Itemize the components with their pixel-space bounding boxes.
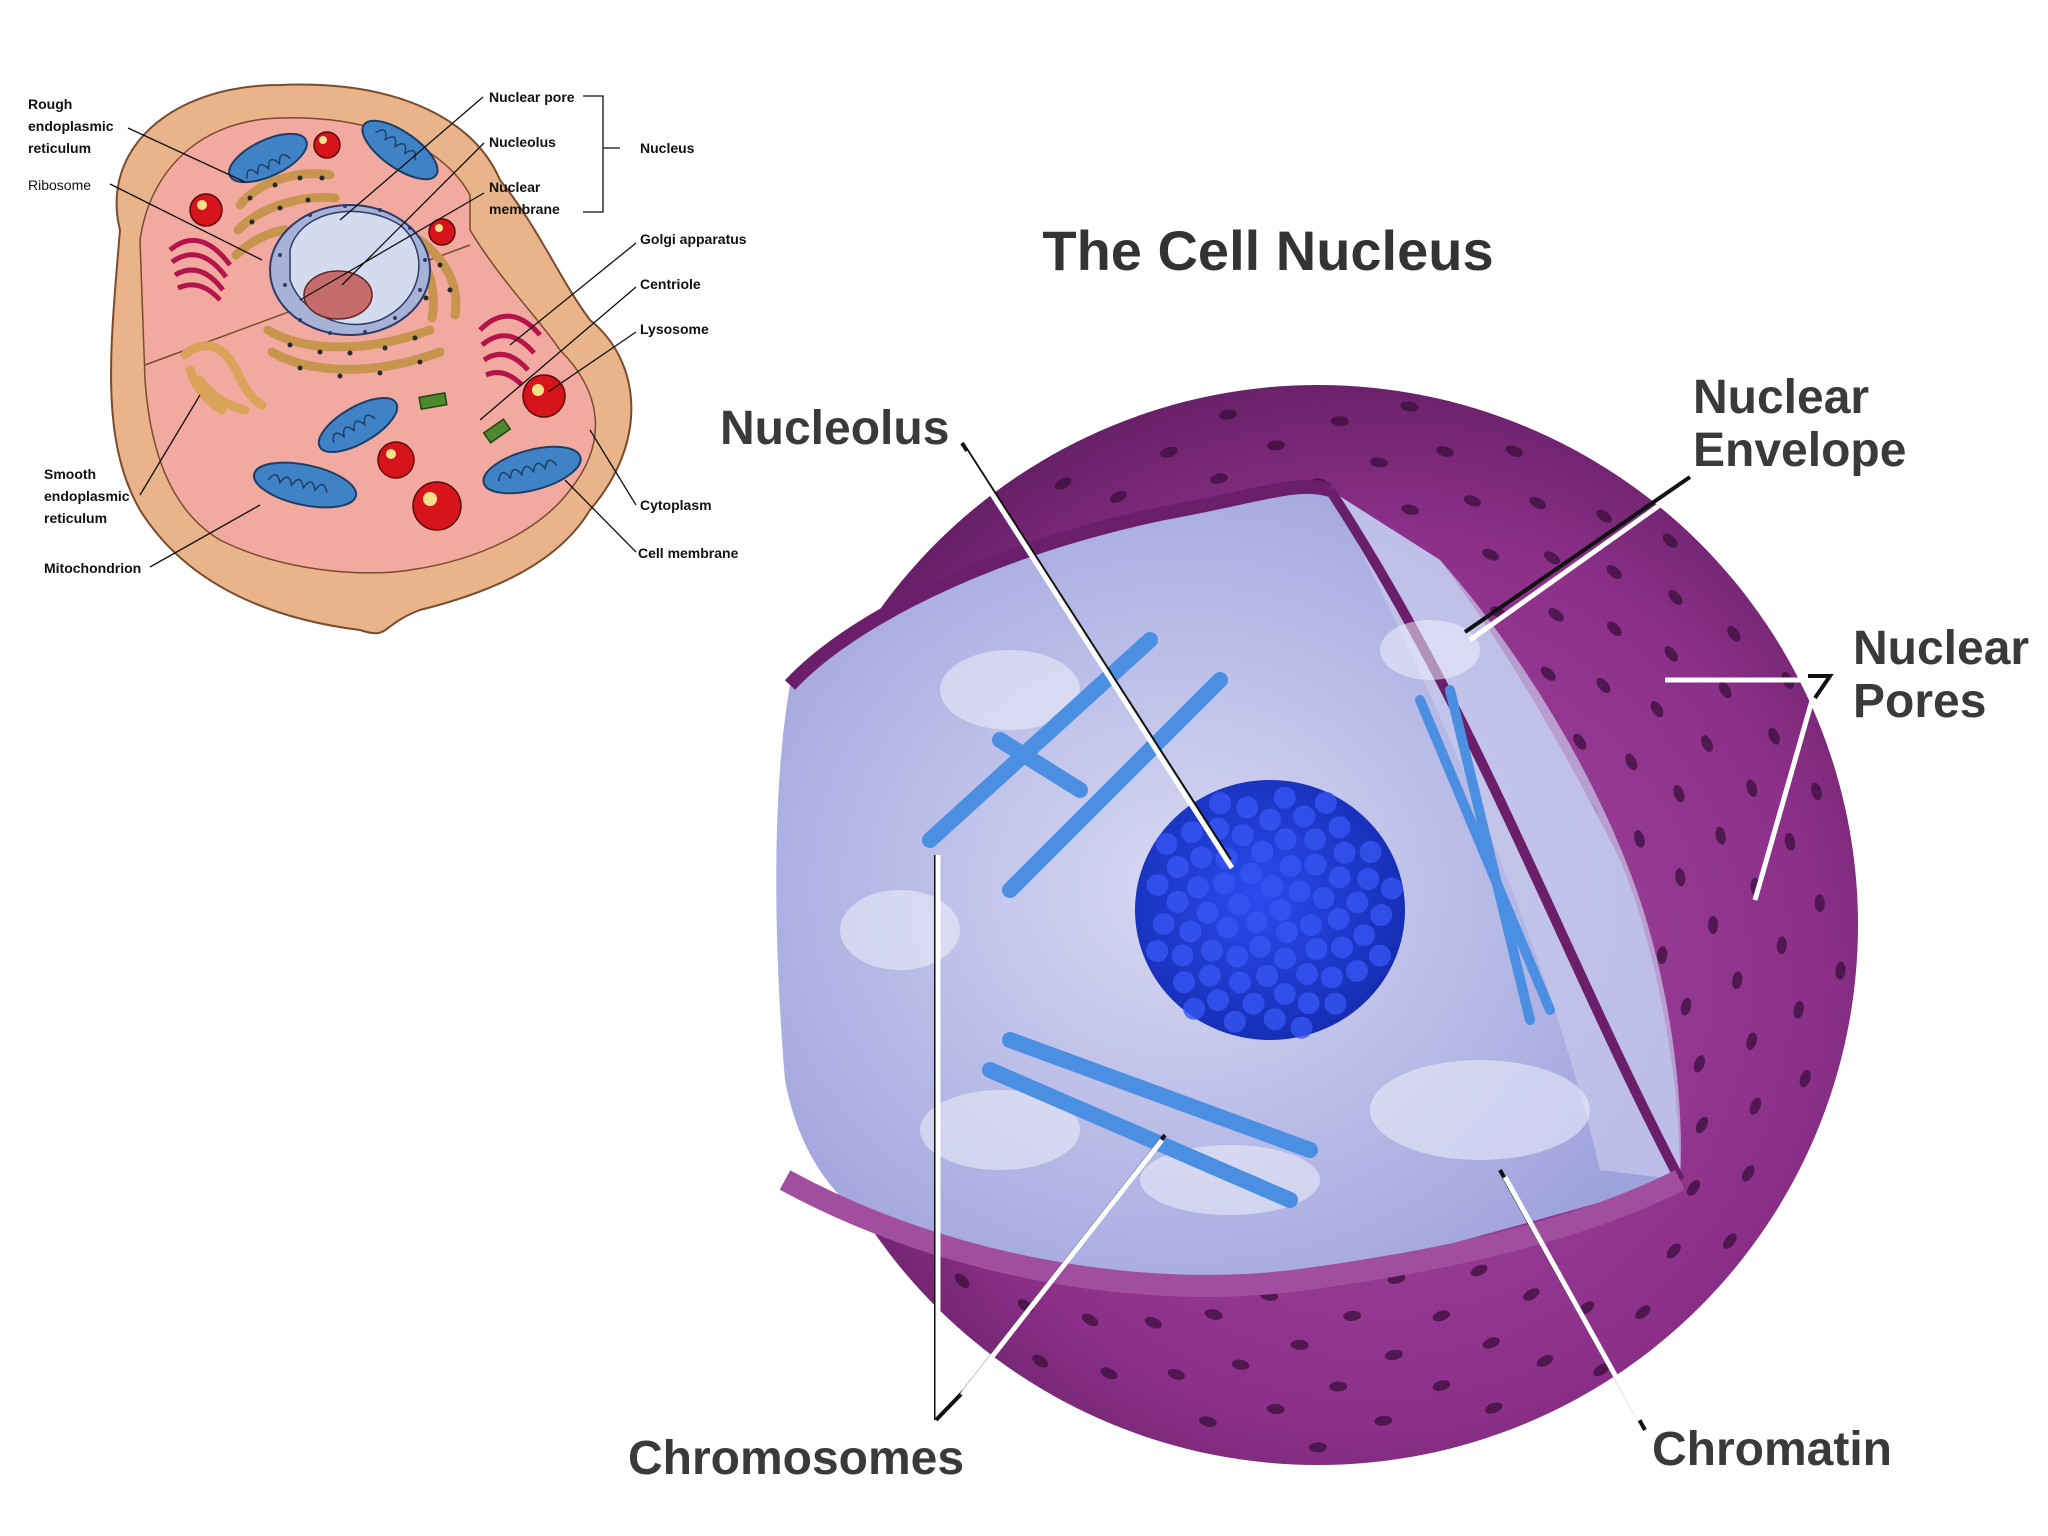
nucleolus-granule [1156, 833, 1178, 855]
label-smooth-er: Smooth endoplasmic reticulum [44, 466, 133, 526]
nucleolus-granule [1147, 874, 1169, 896]
nucleolus-granule [1246, 911, 1268, 933]
diagram-title: The Cell Nucleus [1042, 219, 1493, 282]
nucleolus-granule [1270, 899, 1292, 921]
nucleolus-granule [1370, 904, 1392, 926]
animal-cell-diagram: Rough endoplasmic reticulum Ribosome Smo… [28, 84, 747, 633]
label-lysosome: Lysosome [640, 321, 709, 337]
nucleolus-granule [1357, 868, 1379, 890]
nucleolus-granule [1213, 873, 1235, 895]
nucleolus-granule [1291, 1017, 1313, 1039]
nucleolus-granule [1276, 921, 1298, 943]
nucleolus-granule [1146, 940, 1168, 962]
nucleolus-granule [1197, 902, 1219, 924]
nucleolus-granule [1328, 908, 1350, 930]
nucleolus-granule [1181, 821, 1203, 843]
label-ribosome: Ribosome [28, 177, 91, 193]
nucleolus-granule [1369, 945, 1391, 967]
nucleolus-granule [1329, 867, 1351, 889]
nucleolus-granule [1183, 998, 1205, 1020]
nucleolus-granule [1209, 792, 1231, 814]
nucleolus-granule [1334, 842, 1356, 864]
nucleolus-granule [1261, 876, 1283, 898]
nucleolus-granule [1217, 917, 1239, 939]
label-cell-membrane: Cell membrane [638, 545, 739, 561]
nucleolus-granule [1293, 805, 1315, 827]
nucleolus-granule [1381, 878, 1403, 900]
nucleolus-granule [1207, 989, 1229, 1011]
label-golgi: Golgi apparatus [640, 231, 747, 247]
label-nuclear-pores: Nuclear Pores [1853, 622, 2042, 728]
nucleolus-granule [1304, 828, 1326, 850]
nucleolus-granule [1256, 965, 1278, 987]
nucleolus-granule [1167, 856, 1189, 878]
nucleolus [1135, 780, 1405, 1040]
nucleolus-granule [1243, 993, 1265, 1015]
nucleolus-granule [1249, 936, 1271, 958]
nucleolus-granule [1329, 816, 1351, 838]
label-nucleus: Nucleus [640, 140, 695, 156]
label-cytoplasm: Cytoplasm [640, 497, 712, 513]
nucleolus-granule [1167, 891, 1189, 913]
nucleus-diagram: The Cell Nucleus [628, 219, 2042, 1485]
nucleolus-granule [1229, 971, 1251, 993]
nucleolus-granule [1274, 787, 1296, 809]
label-mitochondrion: Mitochondrion [44, 560, 141, 576]
label-chromatin: Chromatin [1652, 1423, 1892, 1476]
nucleolus-granule [1179, 920, 1201, 942]
nuclear-pore [1309, 1442, 1327, 1452]
nucleolus-granule [1172, 945, 1194, 967]
nucleolus-granule [1346, 960, 1368, 982]
nucleolus-granule [1187, 876, 1209, 898]
nuclear-pore [1708, 916, 1718, 934]
nucleolus-granule [1353, 924, 1375, 946]
label-chromosomes: Chromosomes [628, 1432, 964, 1485]
nucleolus-granule [1321, 967, 1343, 989]
nucleolus-granule [1259, 809, 1281, 831]
nucleolus-granule [1240, 863, 1262, 885]
nucleolus-granule [1280, 855, 1302, 877]
nucleolus-granule [1275, 828, 1297, 850]
nucleolus-granule [1331, 937, 1353, 959]
nucleolus-granule [1264, 1008, 1286, 1030]
nucleolus-granule [1199, 965, 1221, 987]
nucleolus-granule [1228, 894, 1250, 916]
nucleolus-granule [1296, 963, 1318, 985]
nucleolus-granule [1346, 891, 1368, 913]
nucleolus-granule [1251, 841, 1273, 863]
nucleolus-granule [1304, 854, 1326, 876]
label-nucleolus-small: Nucleolus [489, 134, 556, 150]
nucleolus-granule [1325, 993, 1347, 1015]
label-rough-er: Rough endoplasmic reticulum [28, 96, 117, 156]
nucleolus-granule [1224, 1011, 1246, 1033]
nucleolus-granule [1315, 792, 1337, 814]
nucleolus-granule [1289, 880, 1311, 902]
nucleolus-granule [1298, 992, 1320, 1014]
label-nuclear-pore: Nuclear pore [489, 89, 575, 105]
nucleus [270, 204, 430, 335]
nucleolus-granule [1190, 846, 1212, 868]
label-nuclear-envelope: Nuclear Envelope [1693, 371, 1906, 477]
label-nucleolus: Nucleolus [720, 402, 949, 455]
nucleolus-granule [1232, 824, 1254, 846]
nucleolus-granule [1360, 841, 1382, 863]
nucleolus-granule [1226, 946, 1248, 968]
nucleolus-granule [1274, 983, 1296, 1005]
nucleolus-granule [1274, 947, 1296, 969]
nucleolus-granule [1236, 796, 1258, 818]
nucleolus-granule [1173, 971, 1195, 993]
label-centriole: Centriole [640, 276, 701, 292]
nucleolus-granule [1306, 938, 1328, 960]
nucleolus-granule [1313, 887, 1335, 909]
nucleolus-granule [1201, 940, 1223, 962]
nucleolus-granule [1300, 914, 1322, 936]
nucleolus-granule [1153, 913, 1175, 935]
